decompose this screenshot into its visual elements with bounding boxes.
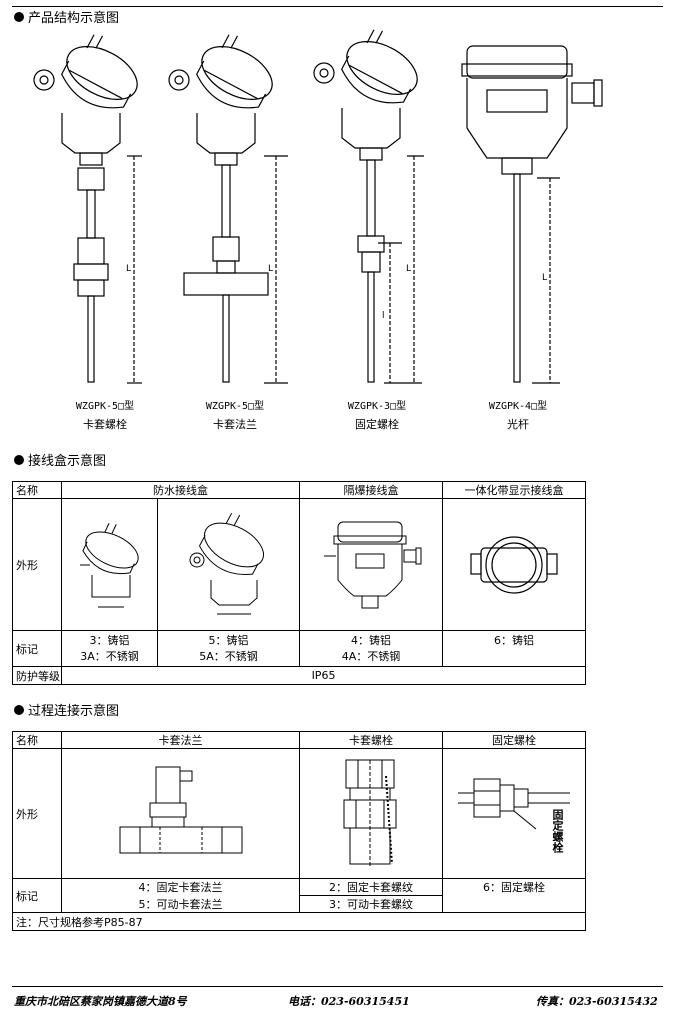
product-desc: 卡套法兰 [213, 418, 257, 431]
table-row: 名称 卡套法兰 卡套螺栓 固定螺栓 [12, 731, 586, 749]
footer-address: 重庆市北碚区蔡家岗镇嘉德大道8号 [14, 995, 187, 1008]
flange-drawing-icon [119, 766, 242, 853]
table-row: 注：尺寸规格参考P85-87 [12, 912, 586, 931]
footer-rule [12, 986, 663, 987]
table-row: 防护等级 IP65 [12, 666, 586, 685]
bolt-drawing-icon [343, 759, 397, 866]
mark-text: 3：铸铝 [89, 633, 130, 647]
mark-text: 5A：不锈钢 [199, 649, 258, 663]
section-title-process-connection: 过程连接示意图 [14, 700, 119, 719]
mark-cell: 3：铸铝 3A：不锈钢 [61, 630, 158, 667]
integrated-box-icon [470, 535, 558, 594]
mark-cell: 4：铸铝 4A：不锈钢 [299, 630, 443, 667]
bullet-icon [14, 454, 24, 465]
header-integrated: 一体化带显示接线盒 [442, 481, 586, 499]
table-row: 5：可动卡套法兰 3：可动卡套螺纹 [13, 895, 586, 913]
table-row: 标记 4：固定卡套法兰 2：固定卡套螺纹 6：固定螺栓 [12, 878, 586, 913]
flange-drawing-cell [61, 748, 300, 879]
mark-text: 3：可动卡套螺纹 [299, 895, 443, 913]
header-explosion: 隔爆接线盒 [299, 481, 443, 499]
waterproof-box-1-icon [79, 522, 139, 607]
header-waterproof: 防水接线盒 [61, 481, 300, 499]
section-title-junction-box: 接线盒示意图 [14, 450, 106, 469]
table-row: 标记 3：铸铝 3A：不锈钢 5：铸铝 5A：不锈钢 4：铸铝 4A：不锈钢 6… [12, 630, 586, 667]
table-row: 外形 [12, 748, 586, 879]
row-label-appearance: 外形 [12, 748, 62, 879]
table-row: 外形 [12, 498, 586, 631]
junction-box-table: 名称 防水接线盒 隔爆接线盒 一体化带显示接线盒 外形 [12, 481, 586, 685]
section-title-structure: 产品结构示意图 [14, 7, 119, 26]
dim-label: L [406, 264, 411, 274]
mark-text: 5：铸铝 [208, 633, 249, 647]
product-model: WZGPK-4□型 [488, 401, 548, 412]
product-desc: 固定螺栓 [355, 418, 399, 431]
table-row: 名称 防水接线盒 隔爆接线盒 一体化带显示接线盒 [12, 481, 586, 499]
product-1-drawing [33, 34, 142, 384]
mark-text: 4：铸铝 [351, 633, 391, 647]
product-desc: 光杆 [507, 418, 529, 431]
mark-text: 4A：不锈钢 [341, 649, 401, 663]
header-name: 名称 [12, 481, 62, 499]
top-rule [12, 6, 663, 7]
product-caption-4: WZGPK-4□型 光杆 [463, 398, 573, 434]
dim-label: L [268, 264, 273, 274]
product-caption-2: WZGPK-5□型 卡套法兰 [180, 398, 290, 434]
product-3-drawing [313, 29, 424, 384]
mark-text: 6：固定螺栓 [442, 878, 586, 913]
fixed-bolt-vertical-label: 固定螺栓 [551, 808, 564, 853]
header-fixed: 固定螺栓 [442, 731, 586, 749]
process-connection-table: 名称 卡套法兰 卡套螺栓 固定螺栓 外形 [12, 731, 586, 931]
product-2-drawing [168, 34, 288, 384]
product-model: WZGPK-5□型 [205, 401, 265, 412]
protection-value: IP65 [61, 666, 586, 685]
fixed-bolt-drawing-cell: 固定螺栓 [442, 748, 586, 879]
mark-text: 2：固定卡套螺纹 [299, 878, 443, 896]
header-name: 名称 [12, 731, 62, 749]
section-title-text: 过程连接示意图 [28, 704, 120, 719]
footer-fax: 传真：023-60315432 [536, 995, 658, 1008]
box-drawing-4 [442, 498, 586, 631]
waterproof-box-2-icon [189, 512, 264, 614]
dim-label: L [542, 273, 547, 283]
section-title-text: 接线盒示意图 [28, 454, 107, 469]
row-label-mark: 标记 [12, 630, 62, 667]
note-text: 注：尺寸规格参考P85-87 [12, 912, 586, 931]
bullet-icon [14, 704, 24, 715]
mark-text: 3A：不锈钢 [80, 649, 139, 663]
box-drawing-3 [299, 498, 443, 631]
box-drawing-2 [157, 498, 300, 631]
product-model: WZGPK-3□型 [347, 401, 407, 412]
bullet-icon [14, 11, 24, 22]
row-label-appearance: 外形 [12, 498, 62, 631]
product-4-drawing [461, 45, 603, 384]
header-flange: 卡套法兰 [61, 731, 300, 749]
dim-label: L [126, 264, 131, 274]
product-caption-3: WZGPK-3□型 固定螺栓 [322, 398, 432, 434]
fixed-bolt-drawing-icon [458, 778, 570, 829]
box-drawing-1 [61, 498, 158, 631]
product-structure-diagram: L L l L L [33, 29, 603, 384]
section-title-text: 产品结构示意图 [28, 11, 120, 26]
mark-cell: 6：铸铝 [442, 630, 586, 667]
product-caption-1: WZGPK-5□型 卡套螺栓 [50, 398, 160, 434]
bolt-drawing-cell [299, 748, 443, 879]
row-label-protection: 防护等级 [12, 666, 62, 685]
explosion-box-icon [324, 521, 422, 608]
header-bolt: 卡套螺栓 [299, 731, 443, 749]
mark-text: 5：可动卡套法兰 [61, 895, 300, 913]
product-desc: 卡套螺栓 [83, 418, 127, 431]
mark-text: 6：铸铝 [494, 634, 534, 647]
row-label-mark: 标记 [12, 878, 62, 913]
mark-text: 4：固定卡套法兰 [61, 878, 300, 896]
dim-label: l [382, 311, 385, 321]
mark-cell: 5：铸铝 5A：不锈钢 [157, 630, 300, 667]
product-model: WZGPK-5□型 [75, 401, 135, 412]
footer-phone: 电话：023-60315451 [288, 995, 410, 1008]
